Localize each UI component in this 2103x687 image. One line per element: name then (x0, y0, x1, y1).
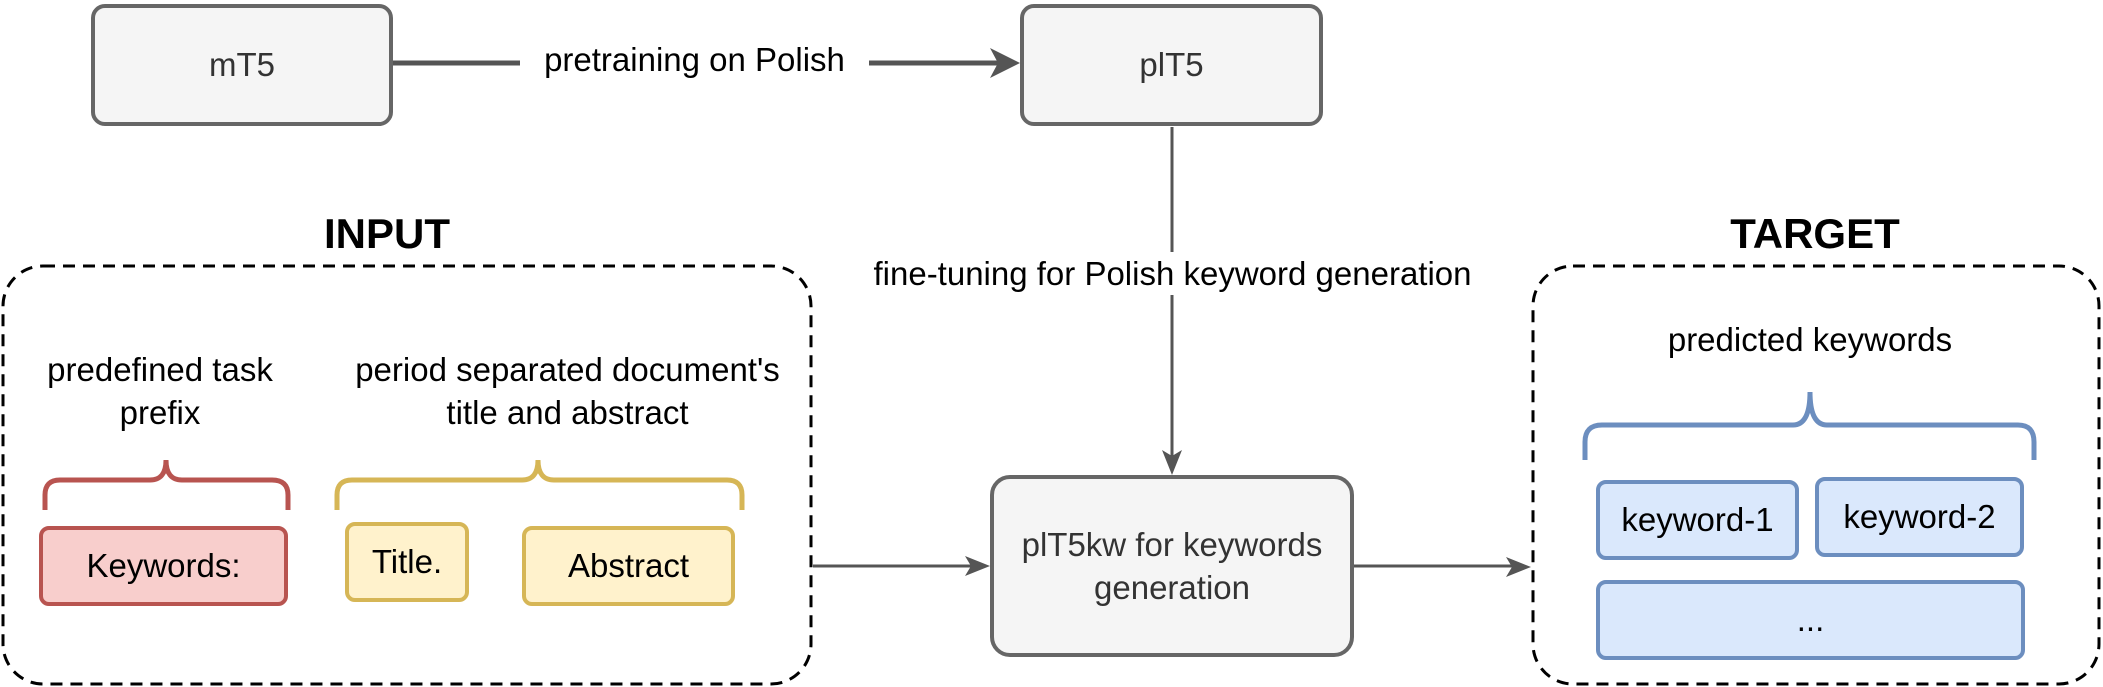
document-brace (334, 459, 745, 510)
finetuning-arrowhead (1162, 450, 1182, 475)
plt5-node: plT5 (1020, 4, 1323, 126)
target-title: TARGET (1730, 210, 1900, 257)
keyword-1-box: keyword-1 (1596, 480, 1799, 560)
input-title: INPUT (324, 210, 450, 257)
finetuning-label: fine-tuning for Polish keyword generatio… (845, 252, 1500, 295)
task-prefix-label: predefined task prefix (47, 351, 273, 431)
title-box: Title. (345, 522, 469, 602)
output-arrowhead (1506, 557, 1531, 577)
pretraining-arrowhead (990, 48, 1020, 78)
input-arrowhead (965, 556, 990, 576)
pretraining-label: pretraining on Polish (520, 38, 869, 81)
document-label: period separated document's title and ab… (355, 351, 780, 431)
mt5-node: mT5 (91, 4, 393, 126)
abstract-box: Abstract (522, 526, 735, 606)
keyword-2-box: keyword-2 (1815, 477, 2024, 557)
target-group-container (1531, 264, 2101, 686)
predicted-keywords-brace (1582, 391, 2037, 460)
plt5kw-node: plT5kw for keywords generation (990, 475, 1354, 657)
predicted-keywords-label: predicted keywords (1667, 321, 1953, 358)
keywords-prefix-box: Keywords: (39, 526, 288, 606)
task-prefix-brace (42, 459, 291, 510)
more-keywords-box: ... (1596, 580, 2025, 660)
input-group-container (1, 264, 813, 686)
